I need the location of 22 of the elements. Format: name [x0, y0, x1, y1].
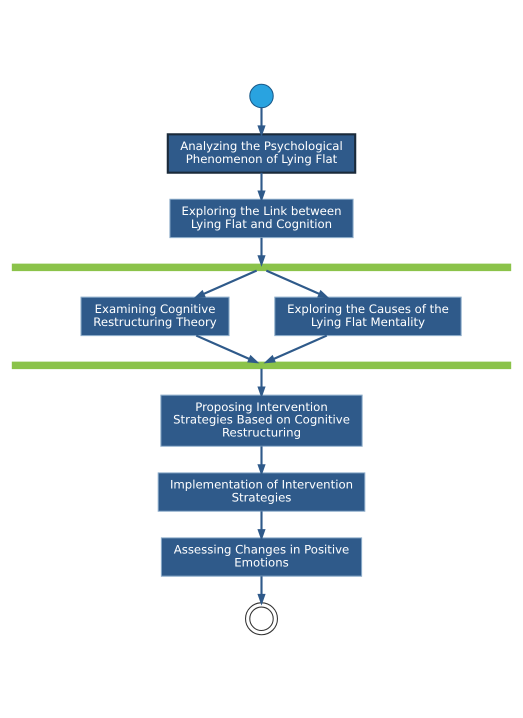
node-box: Examining Cognitive Restructuring Theory [80, 296, 230, 336]
node-box: Implementation of Intervention Strategies [158, 472, 366, 512]
arrow [193, 269, 258, 298]
arrow [257, 172, 266, 202]
node-bar [12, 263, 512, 271]
node-box: Proposing Intervention Strategies Based on Cognitive Restructuring [160, 394, 363, 446]
node-box: Analyzing the Psychological Phenomenon of Lying Flat [166, 132, 356, 174]
arrow [257, 510, 266, 540]
node-box: Exploring the Causes of the Lying Flat Mentality [274, 296, 462, 336]
node-bar [12, 361, 512, 369]
arrow [264, 334, 328, 363]
node-box: Assessing Changes in Positive Emotions [160, 536, 362, 576]
arrow [257, 237, 266, 266]
arrow [257, 576, 266, 606]
arrow [257, 368, 266, 398]
arrow [257, 107, 266, 137]
node-bullseye [245, 602, 278, 635]
arrow [196, 334, 260, 363]
node-circle [249, 83, 274, 108]
arrow [257, 446, 266, 476]
arrow [266, 269, 330, 298]
node-box: Exploring the Link between Lying Flat and Cognition [169, 198, 354, 238]
